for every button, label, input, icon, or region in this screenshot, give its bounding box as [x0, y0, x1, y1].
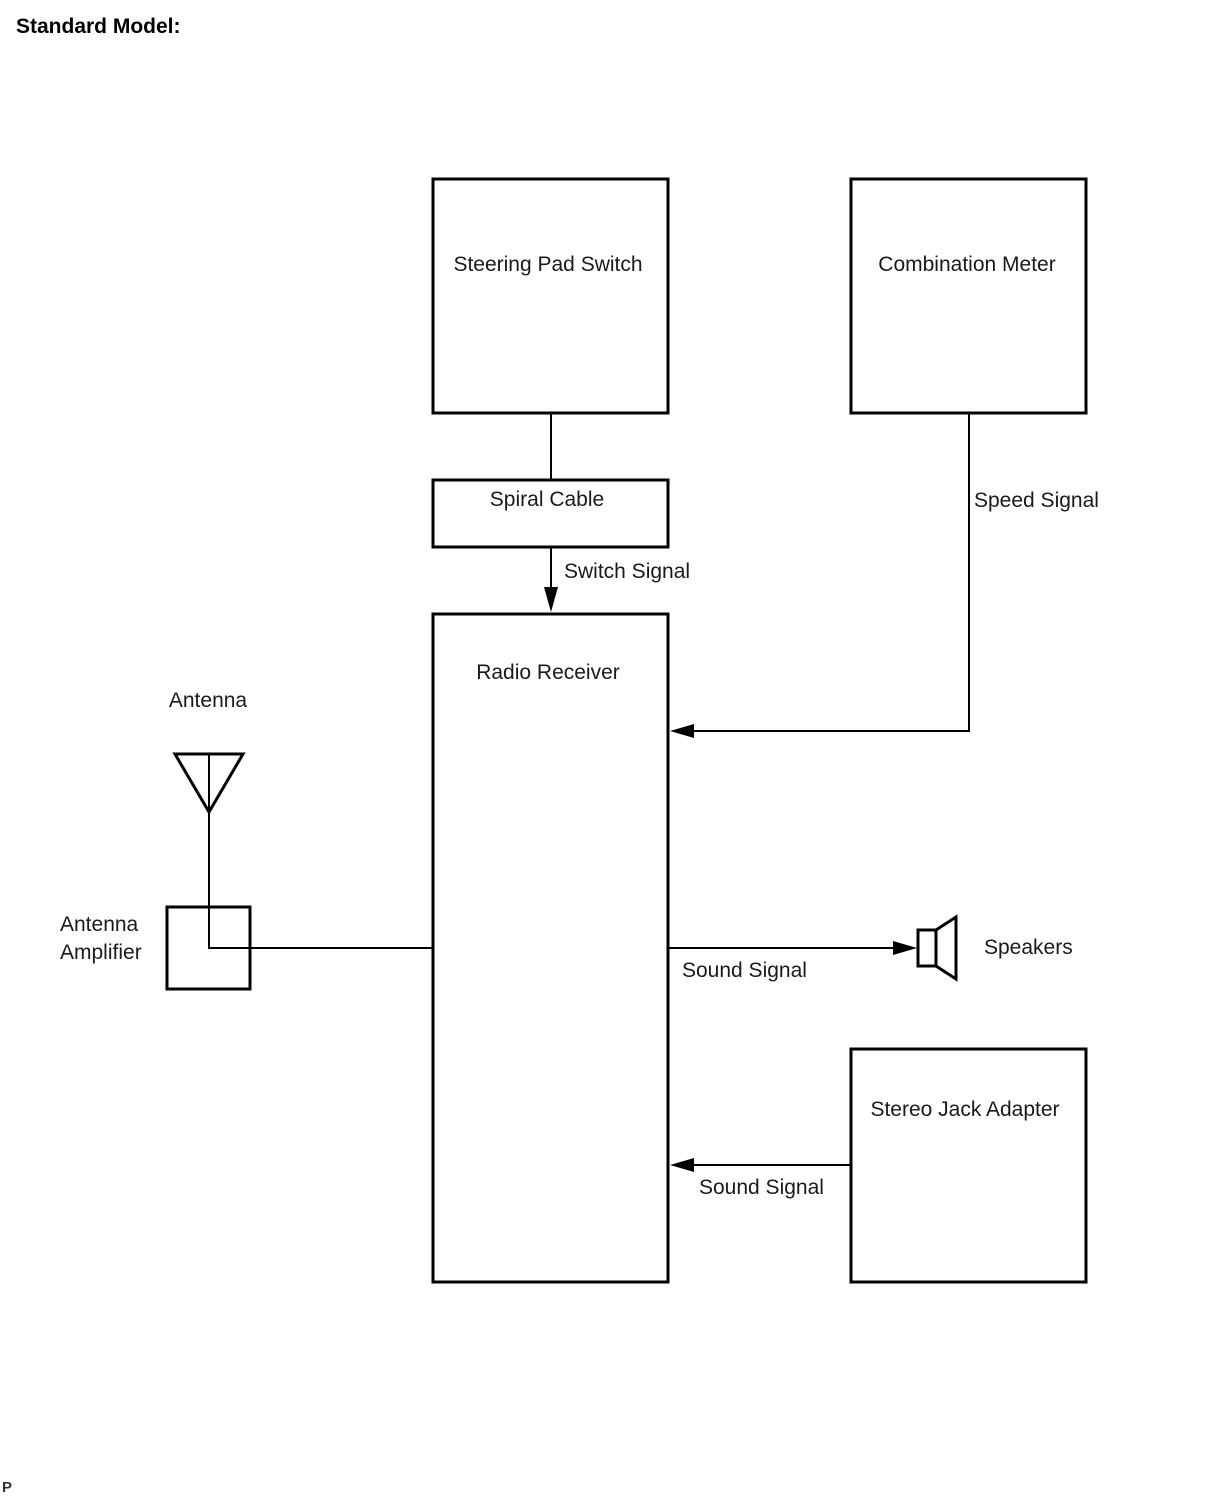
spiral-cable-label: Spiral Cable	[490, 488, 604, 511]
antenna-label: Antenna	[169, 689, 248, 712]
combination-meter-box	[849, 177, 1088, 415]
antenna-feed-wire	[208, 812, 433, 949]
stereo-jack-adapter-label: Stereo Jack Adapter	[870, 1098, 1059, 1121]
spiral-cable-box	[431, 478, 670, 549]
speed-signal-arrowhead	[670, 724, 694, 738]
speakers-label: Speakers	[984, 936, 1073, 959]
sound-signal-in-label: Sound Signal	[699, 1176, 824, 1199]
sound-signal-out-label: Sound Signal	[682, 959, 807, 982]
antenna-amplifier-label-line1: Antenna	[60, 913, 139, 936]
radio-receiver-label: Radio Receiver	[476, 661, 620, 684]
steering-pad-switch-box	[431, 177, 670, 415]
combination-meter-label: Combination Meter	[878, 253, 1055, 276]
diagram-heading: Standard Model:	[16, 15, 181, 38]
antenna-icon	[172, 752, 246, 815]
sound-signal-out-arrowhead	[893, 941, 917, 955]
speed-signal-wire	[690, 413, 970, 732]
switch-signal-arrowhead	[544, 587, 558, 612]
sound-signal-in-arrowhead	[670, 1158, 694, 1172]
corner-mark: P	[2, 1479, 12, 1496]
speaker-icon	[916, 914, 958, 982]
radio-receiver-box	[431, 612, 670, 1284]
steering-pad-switch-label: Steering Pad Switch	[453, 253, 642, 276]
antenna-amplifier-label-line2: Amplifier	[60, 941, 142, 964]
stereo-jack-adapter-box	[849, 1047, 1088, 1284]
switch-signal-label: Switch Signal	[564, 560, 690, 583]
speed-signal-label: Speed Signal	[974, 489, 1099, 512]
